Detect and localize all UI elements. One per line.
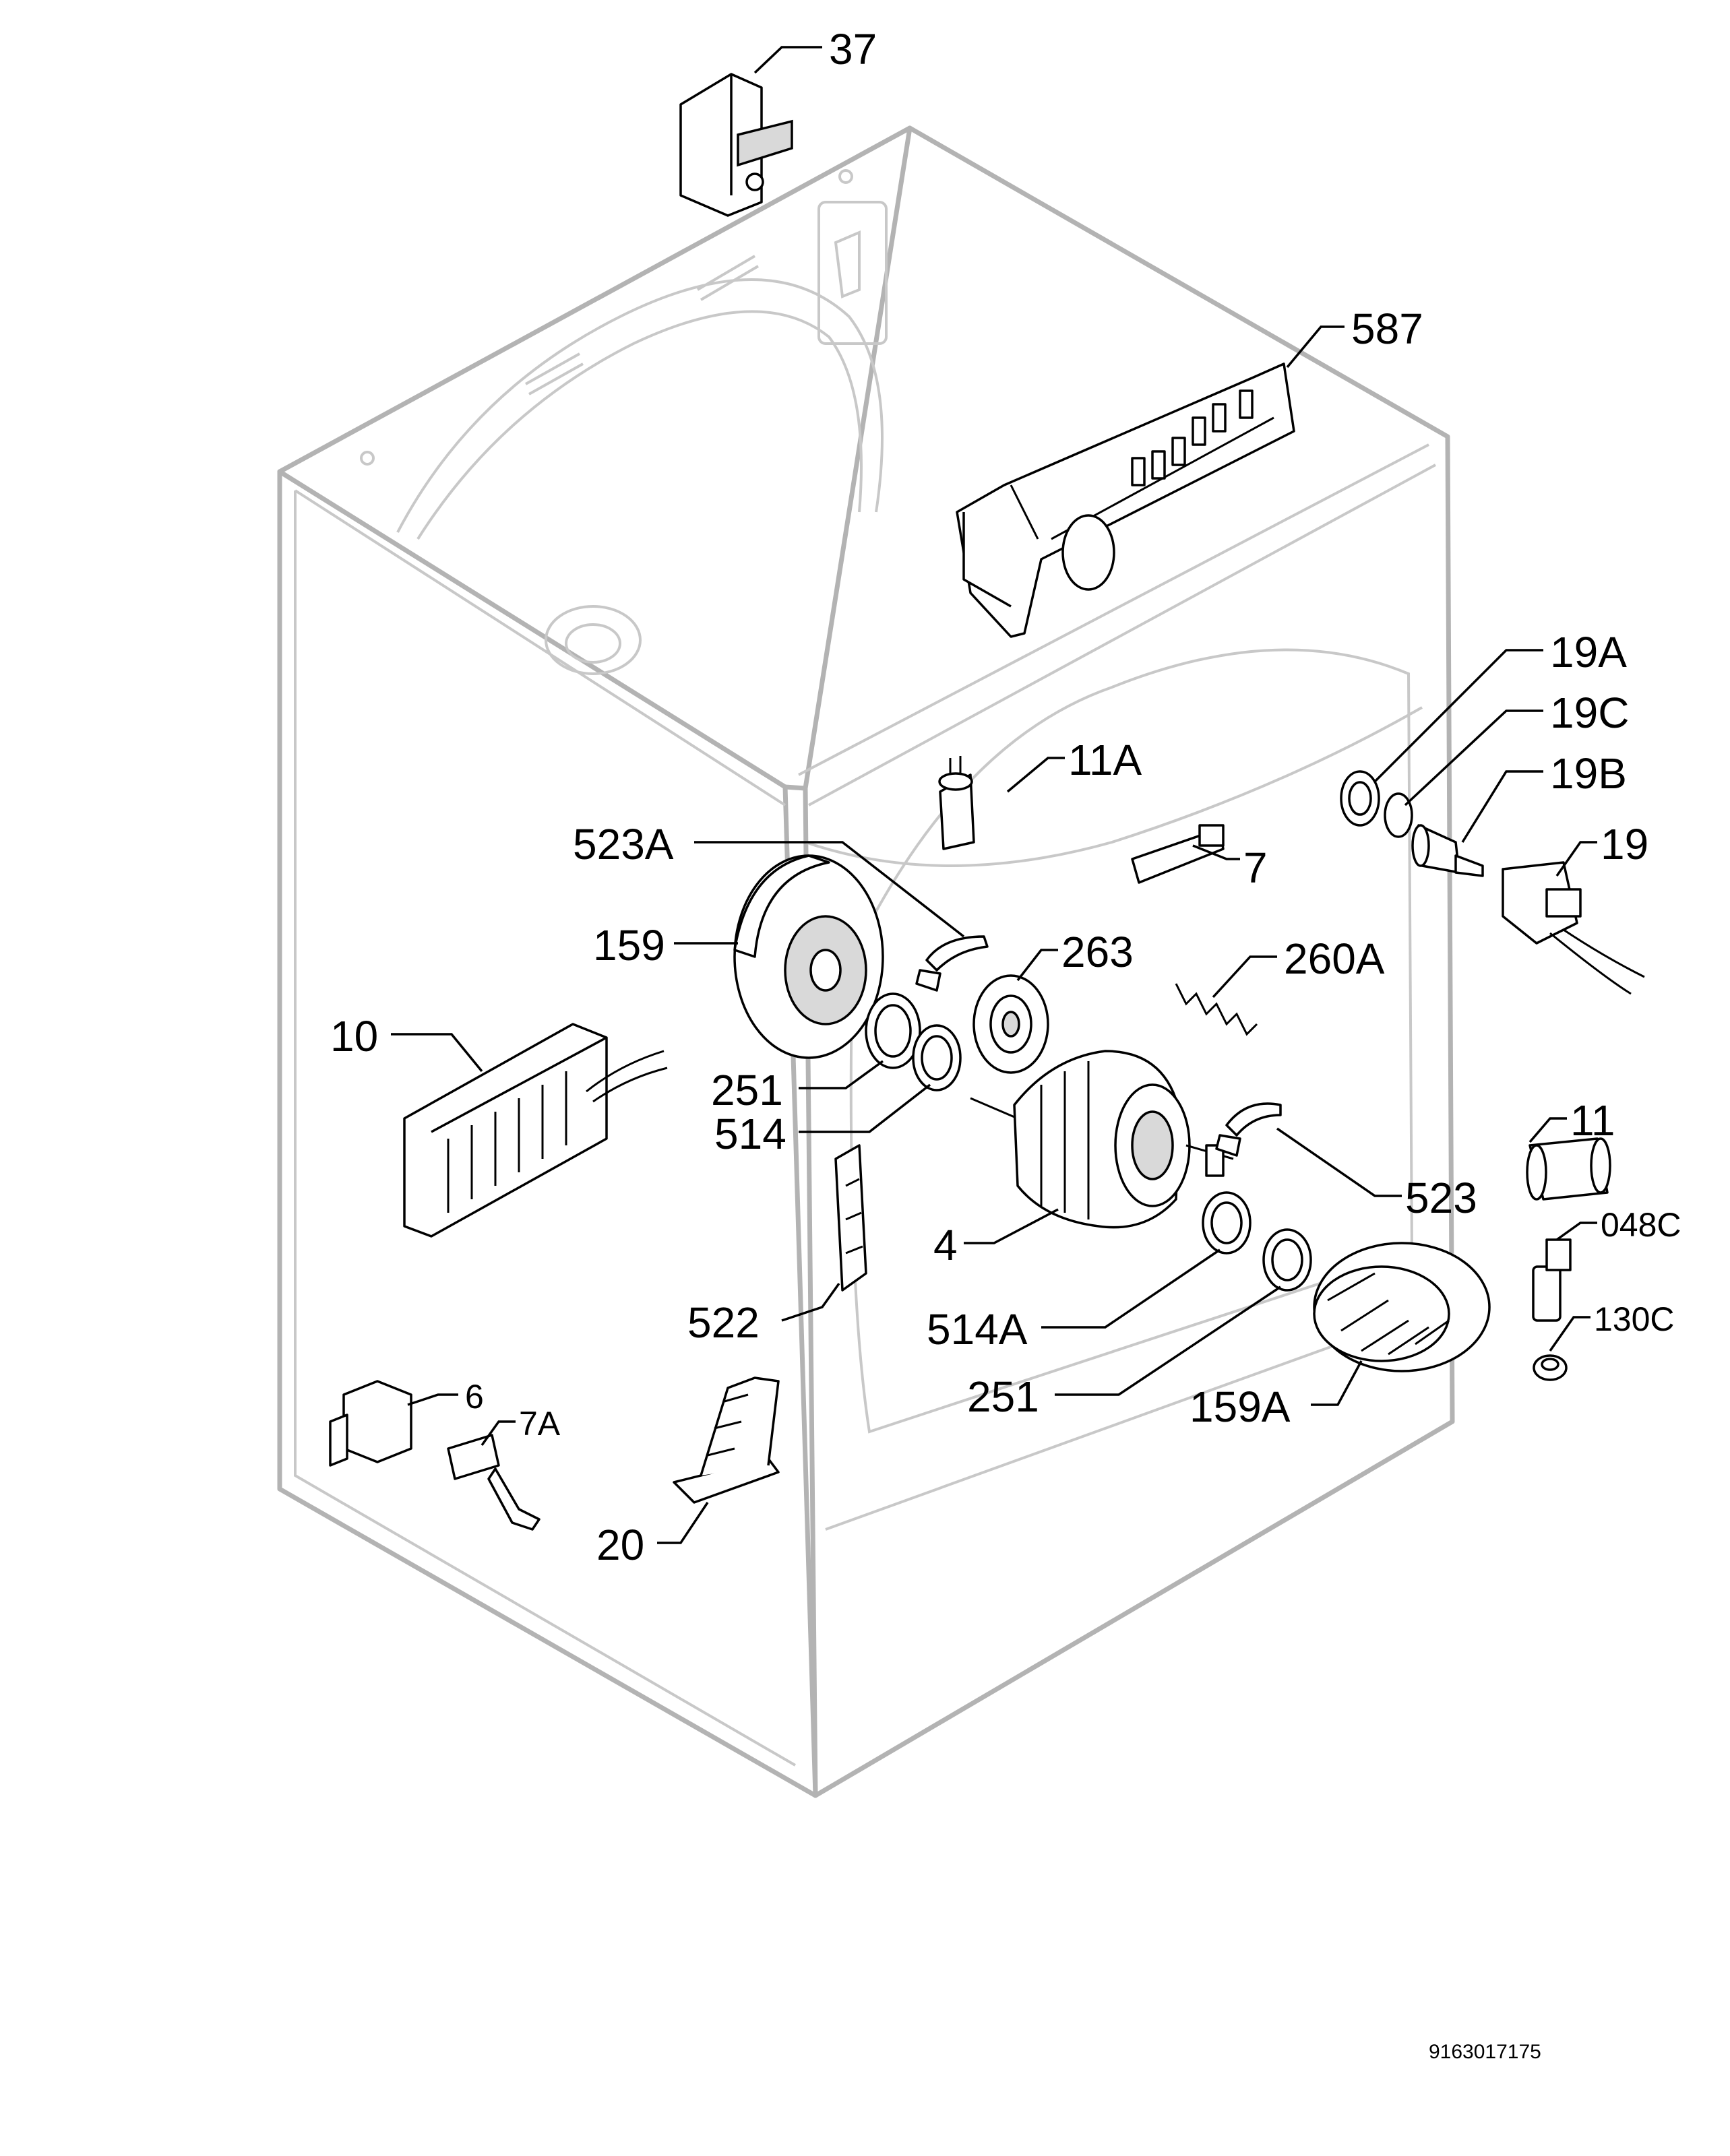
part-19B-sleeve [1411, 824, 1484, 877]
part-522-door-lock [834, 1144, 867, 1292]
part-20-bracket [673, 1376, 780, 1504]
label-4: 4 [933, 1221, 958, 1269]
part-7-switch [1131, 824, 1225, 884]
label-260A: 260A [1284, 934, 1385, 983]
part-587-control-board [956, 362, 1295, 638]
label-523: 523 [1405, 1174, 1477, 1222]
part-251-ring-upper [865, 992, 921, 1069]
leader-lines [391, 46, 1597, 1544]
label-514: 514 [714, 1110, 786, 1158]
part-11-capacitor [1526, 1137, 1611, 1201]
part-labels: 37 587 19A 19C 19B 19 11A 7 523A 159 263… [330, 25, 1681, 2063]
part-19A-nut [1340, 770, 1380, 827]
label-11A: 11A [1068, 736, 1142, 784]
part-048C-fuse [1532, 1238, 1572, 1322]
label-159A: 159A [1190, 1383, 1291, 1431]
part-514-ring [912, 1024, 962, 1091]
part-514A-ring [1202, 1191, 1252, 1255]
part-19-sensor [1502, 861, 1645, 995]
label-20: 20 [596, 1521, 644, 1569]
part-7A-microswitch [447, 1434, 540, 1531]
label-19C: 19C [1550, 689, 1629, 737]
part-10-heater [403, 1023, 668, 1238]
label-251-upper: 251 [711, 1066, 783, 1114]
label-587: 587 [1351, 305, 1423, 353]
label-6: 6 [465, 1378, 484, 1416]
label-048C: 048C [1601, 1206, 1681, 1244]
label-514A: 514A [927, 1305, 1028, 1354]
label-130C: 130C [1594, 1300, 1675, 1338]
label-159: 159 [593, 921, 665, 970]
label-263: 263 [1061, 928, 1134, 976]
label-251-lower: 251 [967, 1372, 1039, 1421]
part-263-pulley [972, 974, 1049, 1074]
drawing-number: 9163017175 [1429, 2041, 1541, 2063]
label-19B: 19B [1550, 749, 1627, 798]
label-7: 7 [1243, 844, 1268, 892]
label-19A: 19A [1550, 628, 1627, 676]
part-6-valve [329, 1380, 412, 1467]
label-19: 19 [1601, 820, 1648, 868]
label-522: 522 [687, 1298, 760, 1347]
part-260A-spring [1175, 983, 1258, 1036]
label-523A: 523A [573, 820, 674, 868]
part-37-switch [679, 73, 793, 217]
part-523-bracket [1215, 1102, 1282, 1157]
part-11A-capacitor [938, 756, 975, 850]
label-37: 37 [829, 25, 877, 73]
part-159-fan-wheel [733, 854, 884, 1059]
part-159A-fan-wheel [1313, 1242, 1491, 1372]
part-130C-nut [1533, 1354, 1568, 1381]
part-4-motor [970, 1050, 1234, 1229]
part-251-ring-lower [1262, 1228, 1312, 1292]
label-10: 10 [330, 1012, 378, 1060]
label-11: 11 [1570, 1096, 1615, 1145]
part-523A-bracket [915, 935, 989, 992]
label-7A: 7A [519, 1405, 561, 1442]
part-19C-ring [1384, 792, 1413, 838]
